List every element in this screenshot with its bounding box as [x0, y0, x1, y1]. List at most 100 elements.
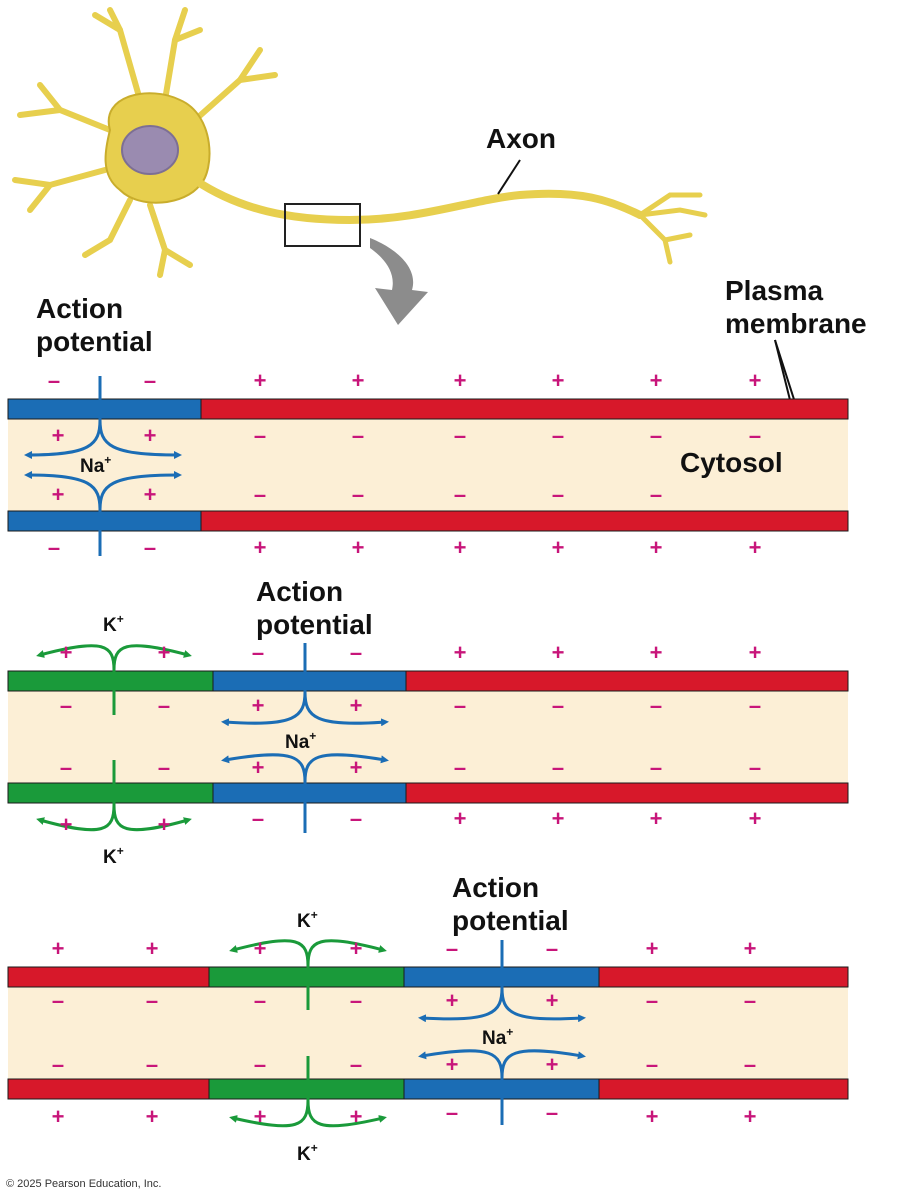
minus-sign: – — [352, 423, 364, 448]
minus-sign: – — [158, 693, 170, 718]
plus-sign: + — [650, 806, 663, 831]
minus-sign: – — [552, 423, 564, 448]
plus-sign: + — [552, 368, 565, 393]
plus-sign: + — [744, 1104, 757, 1129]
panel-2: K+ K+ Na+ Action potential + + – – + + +… — [7, 576, 849, 868]
minus-sign: – — [146, 988, 158, 1013]
k-efflux-arrow — [306, 939, 387, 967]
minus-sign: – — [350, 1052, 362, 1077]
minus-sign: – — [52, 988, 64, 1013]
minus-sign: – — [646, 1052, 658, 1077]
na-influx-arrow — [98, 419, 182, 459]
dendrites — [12, 7, 278, 278]
plus-sign: + — [650, 535, 663, 560]
na-influx-arrow — [500, 987, 586, 1023]
nucleus — [121, 125, 179, 175]
axon-fiber — [191, 176, 644, 225]
plus-sign: + — [52, 936, 65, 961]
k-efflux-arrow — [306, 1099, 387, 1128]
plus-sign: + — [254, 936, 267, 961]
minus-sign: – — [552, 482, 564, 507]
na-influx-arrow — [500, 1049, 586, 1079]
action-potential-label-line2: potential — [256, 609, 373, 640]
cytosol-band — [8, 419, 848, 511]
plus-sign: + — [646, 936, 659, 961]
k-efflux-arrow — [112, 804, 192, 832]
axon-leader-line — [497, 159, 521, 195]
plus-sign: + — [60, 812, 73, 837]
plus-sign: + — [350, 936, 363, 961]
plus-sign: + — [552, 535, 565, 560]
plus-sign: + — [552, 640, 565, 665]
minus-sign: – — [254, 988, 266, 1013]
plus-sign: + — [749, 806, 762, 831]
plus-sign: + — [446, 1052, 459, 1077]
minus-sign: – — [52, 1052, 64, 1077]
minus-sign: – — [744, 1052, 756, 1077]
minus-sign: – — [158, 755, 170, 780]
plus-sign: + — [52, 482, 65, 507]
minus-sign: – — [454, 482, 466, 507]
na-ion-label: Na+ — [80, 453, 111, 477]
minus-sign: – — [252, 806, 264, 831]
minus-sign: – — [744, 988, 756, 1013]
copyright-notice: © 2025 Pearson Education, Inc. — [6, 1178, 162, 1190]
plus-sign: + — [749, 368, 762, 393]
minus-sign: – — [48, 535, 60, 560]
charge-signs: – – + + + + + + + + – – – – – – + + – – … — [48, 368, 762, 560]
minus-sign: – — [650, 755, 662, 780]
minus-sign: – — [350, 988, 362, 1013]
panel-1: Na+ Action potential Cytosol – – + + + +… — [7, 293, 849, 560]
plus-sign: + — [749, 535, 762, 560]
k-efflux-arrow — [112, 644, 192, 671]
minus-sign: – — [749, 755, 761, 780]
minus-sign: – — [454, 423, 466, 448]
k-efflux-arrow — [36, 644, 116, 671]
plus-sign: + — [650, 640, 663, 665]
plus-sign: + — [454, 806, 467, 831]
minus-sign: – — [546, 1100, 558, 1125]
k-efflux-arrow — [229, 939, 310, 967]
membrane-segment-depolarized-bottom — [212, 782, 407, 804]
minus-sign: – — [646, 988, 658, 1013]
plus-sign: + — [144, 482, 157, 507]
k-efflux-arrow — [36, 804, 116, 832]
action-potential-label-line1: Action — [36, 293, 123, 324]
minus-sign: – — [552, 755, 564, 780]
minus-sign: – — [144, 535, 156, 560]
cytosol-band — [8, 691, 848, 783]
plus-sign: + — [158, 812, 171, 837]
action-potential-label-line2: potential — [36, 326, 153, 357]
plus-sign: + — [254, 535, 267, 560]
na-influx-arrow — [98, 471, 182, 511]
minus-sign: – — [48, 368, 60, 393]
plus-sign: + — [144, 423, 157, 448]
plus-sign: + — [252, 755, 265, 780]
na-ion-label: Na+ — [482, 1025, 513, 1049]
plus-sign: + — [52, 423, 65, 448]
action-potential-label-line1: Action — [452, 872, 539, 903]
plus-sign: + — [146, 1104, 159, 1129]
zoom-pointer-arrow — [370, 238, 428, 325]
plus-sign: + — [744, 936, 757, 961]
minus-sign: – — [650, 423, 662, 448]
action-potential-label-line2: potential — [452, 905, 569, 936]
minus-sign: – — [749, 693, 761, 718]
charge-signs: + + – – + + + + – – + + – – – – – – + + … — [60, 640, 762, 837]
minus-sign: – — [650, 482, 662, 507]
plus-sign: + — [60, 640, 73, 665]
cytosol-band — [8, 987, 848, 1079]
minus-sign: – — [254, 482, 266, 507]
minus-sign: – — [552, 693, 564, 718]
plus-sign: + — [254, 1104, 267, 1129]
neuron-illustration — [12, 7, 708, 325]
membrane-segment-repolarizing-bottom — [7, 782, 214, 804]
membrane-segment-repolarizing-top — [7, 670, 214, 692]
axon-terminals — [637, 192, 708, 265]
plasma-membrane-label-line1: Plasma — [725, 275, 823, 306]
minus-sign: – — [454, 755, 466, 780]
membrane-segment-resting-bottom — [405, 782, 849, 804]
k-ion-label: K+ — [297, 1141, 318, 1165]
minus-sign: – — [254, 423, 266, 448]
